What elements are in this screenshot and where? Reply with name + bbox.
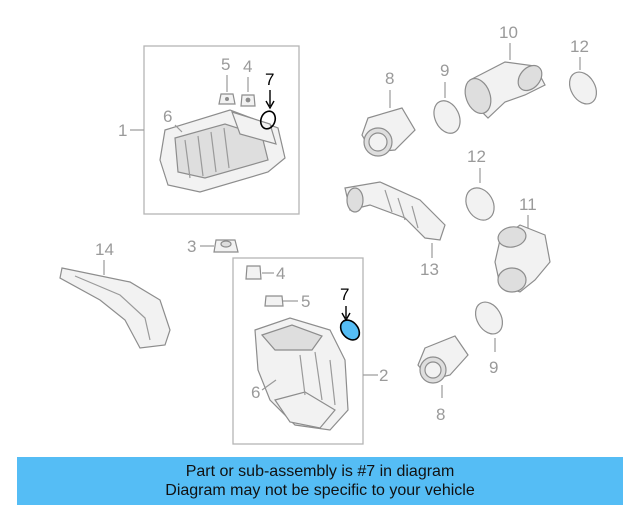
callout-13: 13 [420,260,439,279]
part-13-hose [344,181,446,241]
banner-line-2: Diagram may not be specific to your vehi… [165,482,475,499]
callout-4-upper: 4 [243,57,252,76]
part-7-lower-seal-highlighted[interactable] [337,316,363,343]
part-12-upper-clamp [568,71,598,105]
callout-5-lower: 5 [301,292,310,311]
air-cleaner-upper [159,109,286,193]
parts-diagram: 1 6 5 4 7 2 4 5 7 6 [59,23,598,445]
callout-12-lower: 12 [467,147,486,166]
part-12-lower-clamp [465,187,495,221]
callout-12-upper: 12 [570,37,589,56]
callout-10: 10 [499,23,518,42]
assembly-box-lower [232,257,364,445]
callout-7-upper: 7 [265,70,274,89]
part-5-lower [264,295,284,307]
callout-9-lower: 9 [489,358,498,377]
part-10-hose [464,61,546,119]
part-4-lower [245,265,262,280]
callout-11: 11 [519,195,537,214]
callout-6-upper: 6 [163,107,172,126]
info-banner: Part or sub-assembly is #7 in diagram Di… [17,457,623,505]
callout-9-upper: 9 [440,61,449,80]
part-9-lower-clamp [474,301,504,335]
callout-4-lower: 4 [276,264,285,283]
part-4-upper [240,94,256,107]
callout-3: 3 [187,237,196,256]
callout-6-lower: 6 [251,383,260,402]
part-14-duct [59,267,171,349]
callout-7-lower: 7 [340,285,349,304]
part-9-upper-clamp [433,100,461,134]
part-7-upper-seal[interactable] [258,109,277,131]
part-11-hose [494,224,551,293]
part-3-grommet [213,239,239,253]
callout-8-upper: 8 [385,69,394,88]
callout-8-lower: 8 [436,405,445,424]
part-5-upper [218,93,236,105]
part-8-upper-sensor [361,107,416,157]
callout-5-upper: 5 [221,55,230,74]
air-cleaner-lower [254,317,349,431]
callout-2: 2 [379,366,388,385]
callout-1: 1 [118,121,127,140]
banner-line-1: Part or sub-assembly is #7 in diagram [185,463,455,480]
callout-14: 14 [95,240,114,259]
part-8-lower-sensor [417,335,469,384]
